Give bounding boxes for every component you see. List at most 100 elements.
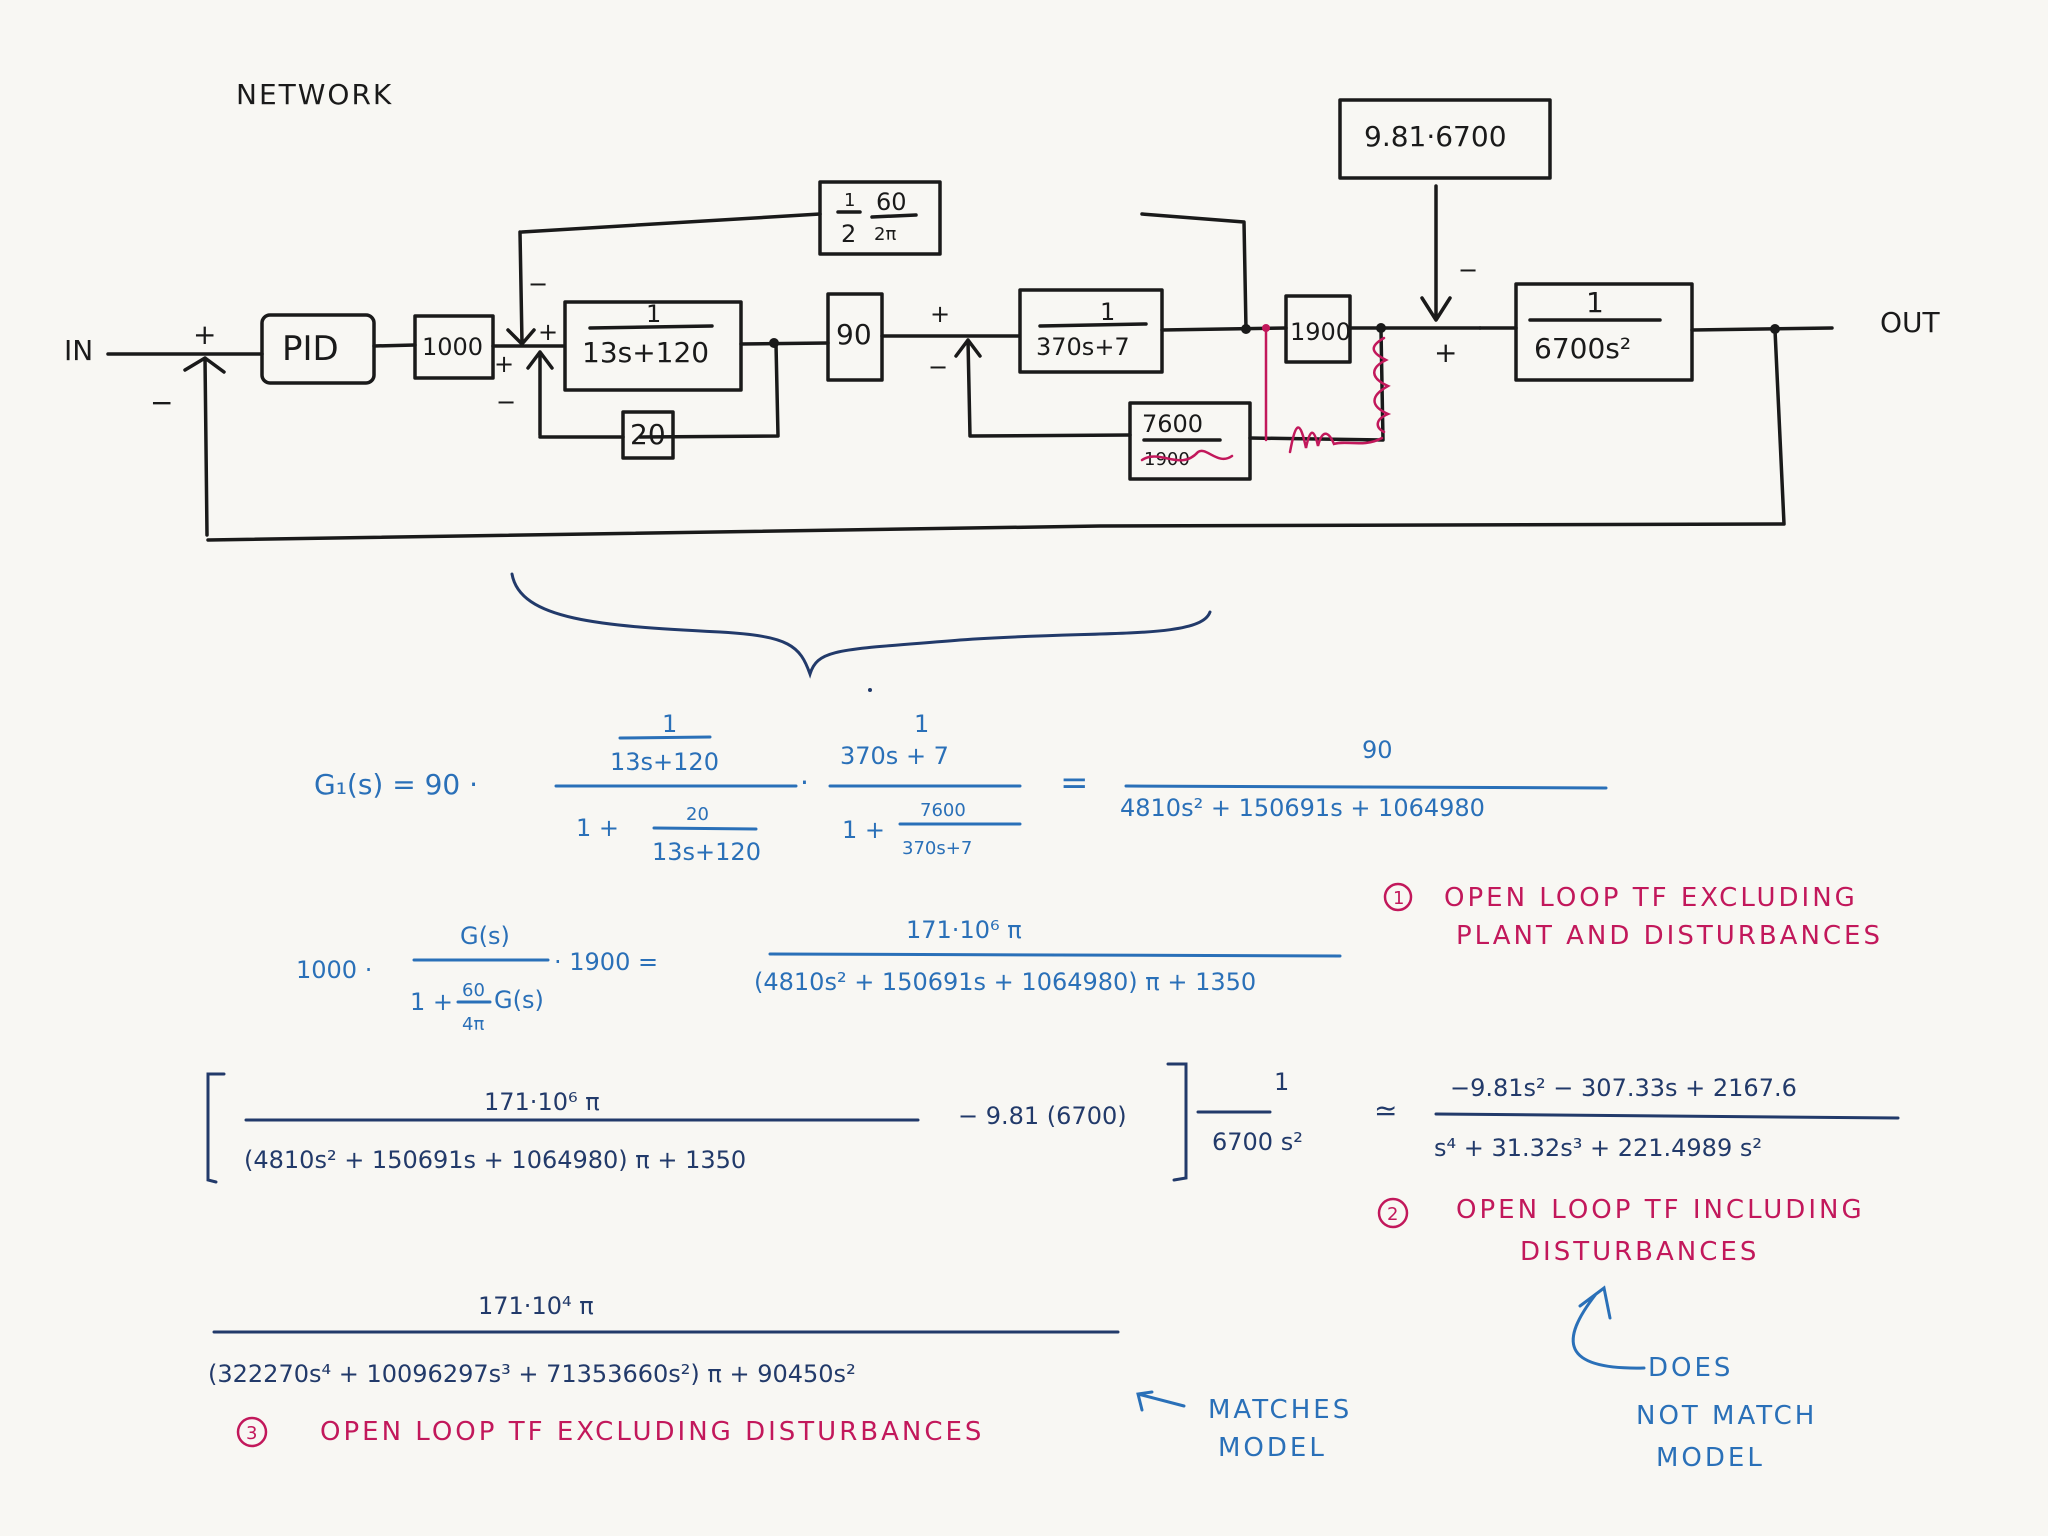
denominator-prefix: 1 + — [842, 816, 885, 844]
sign-minus: − — [1458, 256, 1478, 284]
arrow-up-icon — [1571, 1285, 1646, 1370]
summing-junction-2: − + + − — [494, 230, 558, 437]
fraction-numerator: 20 — [686, 804, 709, 825]
summing-junction-1: + − — [150, 318, 226, 537]
fraction-numerator: 171·10⁶ π — [484, 1088, 600, 1116]
fraction-numerator: 1 — [662, 710, 677, 738]
tf-numerator: 1 — [646, 300, 661, 328]
denominator-prefix: 1 + — [576, 814, 619, 842]
summing-junction-3: + − — [928, 300, 1132, 438]
equation-2: 1000 · G(s) 1 + 60 4π G(s) · 1900 = 171·… — [296, 916, 1342, 1035]
sign-minus: − — [528, 270, 548, 298]
arrow-up-left-icon — [1136, 1390, 1186, 1412]
result-denominator: 4810s² + 150691s + 1064980 — [1120, 794, 1485, 822]
summing-junction-4: − + — [1434, 256, 1478, 369]
note-text: OPEN LOOP TF EXCLUDING — [1444, 883, 1858, 913]
sign-plus: + — [930, 300, 950, 328]
note-text: OPEN LOOP TF INCLUDING — [1456, 1195, 1865, 1225]
fraction-bar — [618, 735, 712, 740]
sign-minus: − — [150, 386, 173, 419]
note-number: 2 — [1387, 1204, 1398, 1225]
arrow-down-icon — [506, 230, 536, 346]
sign-minus: − — [928, 353, 948, 381]
tf-numerator: 1 — [1100, 298, 1115, 326]
output-label: OUT — [1880, 306, 1941, 339]
left-bracket — [206, 1072, 226, 1184]
fraction-numerator: 60 — [876, 188, 907, 216]
fraction-denominator: (4810s² + 150691s + 1064980) π + 1350 — [244, 1146, 746, 1174]
tf-block-13s-120: 1 13s+120 — [563, 300, 743, 392]
tf-denominator: 13s+120 — [582, 336, 709, 369]
disturbance-label: 9.81·6700 — [1364, 120, 1507, 153]
fraction-bar — [870, 213, 918, 219]
fraction-numerator: 1 — [1274, 1068, 1289, 1096]
approx-sign: ≃ — [1374, 1094, 1397, 1127]
equation-4: 171·10⁴ π (322270s⁴ + 10096297s³ + 71353… — [208, 1292, 1120, 1388]
fraction-numerator: 7600 — [1142, 410, 1203, 438]
tf-numerator: 1 — [1586, 286, 1604, 319]
annotation-matches-model: MATCHES MODEL — [1136, 1390, 1352, 1463]
note-text: MODEL — [1656, 1443, 1765, 1473]
fraction-bar-main — [768, 952, 1342, 958]
fraction-numerator: 1 — [844, 190, 855, 211]
annotation-note-1: 1 OPEN LOOP TF EXCLUDING PLANT AND DISTU… — [1383, 882, 1883, 951]
input-label: IN — [64, 334, 93, 367]
disturbance-term: − 9.81 (6700) — [958, 1102, 1127, 1130]
equation-3: 171·10⁶ π (4810s² + 150691s + 1064980) π… — [206, 1062, 1900, 1184]
fraction-denominator: 13s+120 — [610, 748, 719, 776]
tf-denominator: 370s+7 — [1036, 333, 1130, 361]
arrow-up-icon — [954, 338, 1132, 438]
equals-sign: = — [1060, 763, 1089, 803]
gain-1900-label: 1900 — [1290, 318, 1351, 346]
multiply-dot: · — [800, 766, 809, 799]
gain-1900-block: 1900 — [1284, 294, 1352, 364]
note-text: OPEN LOOP TF EXCLUDING DISTURBANCES — [320, 1417, 984, 1447]
result-denominator: s⁴ + 31.32s³ + 221.4989 s² — [1434, 1134, 1762, 1162]
tf-block-370s-7: 1 370s+7 — [1018, 288, 1164, 374]
denominator-prefix: 1 + — [410, 988, 453, 1016]
fraction-numerator: G(s) — [460, 922, 510, 950]
dot-mark — [868, 688, 872, 692]
fraction-numerator: 7600 — [920, 800, 966, 821]
arrow-up-icon — [526, 350, 554, 437]
pid-block: PID — [260, 313, 376, 385]
signal-line-out — [1690, 326, 1834, 332]
fraction-numerator: 1 — [914, 710, 929, 738]
note-text: PLANT AND DISTURBANCES — [1456, 921, 1883, 951]
annotation-not-match-model: DOES NOT MATCH MODEL — [1571, 1285, 1817, 1473]
branch-node — [1376, 323, 1386, 333]
equation-g1: G₁(s) = 90 · 1 13s+120 1 + 20 13s+120 · … — [314, 710, 1608, 866]
fraction-numerator: 60 — [462, 980, 485, 1001]
note-text: DOES — [1648, 1353, 1733, 1383]
fraction-denominator: 370s + 7 — [840, 742, 949, 770]
fraction-denominator: 2π — [874, 224, 896, 245]
arrow-down-icon — [1420, 184, 1452, 322]
note-text: DISTURBANCES — [1520, 1237, 1759, 1267]
sign-plus: + — [1434, 336, 1457, 369]
right-bracket — [1166, 1062, 1188, 1182]
result-numerator: 171·10⁴ π — [478, 1292, 594, 1320]
eq2-prefix: 1000 · — [296, 956, 372, 984]
result-denominator: (322270s⁴ + 10096297s³ + 71353660s²) π +… — [208, 1360, 856, 1388]
plant-block: 1 6700s² — [1514, 282, 1694, 382]
feedback-7600-block: 7600 1900 — [1128, 401, 1252, 481]
sign-plus: + — [538, 318, 558, 346]
fraction-bar-main — [1434, 1112, 1900, 1120]
feedback-line-7600 — [1248, 328, 1385, 442]
fraction-denominator: 370s+7 — [902, 838, 972, 859]
red-correction-marks — [1262, 324, 1392, 454]
block-diagram: IN + − PID 1000 − + + − — [64, 98, 1941, 542]
signal-line — [739, 341, 830, 346]
curly-brace-icon — [510, 572, 1212, 679]
fraction-denominator: 6700 s² — [1212, 1128, 1303, 1156]
note-text: NOT MATCH — [1636, 1401, 1817, 1431]
gain-1000-label: 1000 — [422, 333, 483, 361]
feedback-line-outer — [520, 212, 1248, 331]
result-numerator: −9.81s² − 307.33s + 2167.6 — [1450, 1074, 1797, 1102]
feedback-20-label: 20 — [630, 418, 666, 451]
fraction-denominator: 4π — [462, 1014, 484, 1035]
fraction-bar — [652, 826, 758, 831]
note-text: MATCHES — [1208, 1395, 1352, 1425]
sign-plus: + — [494, 350, 514, 378]
